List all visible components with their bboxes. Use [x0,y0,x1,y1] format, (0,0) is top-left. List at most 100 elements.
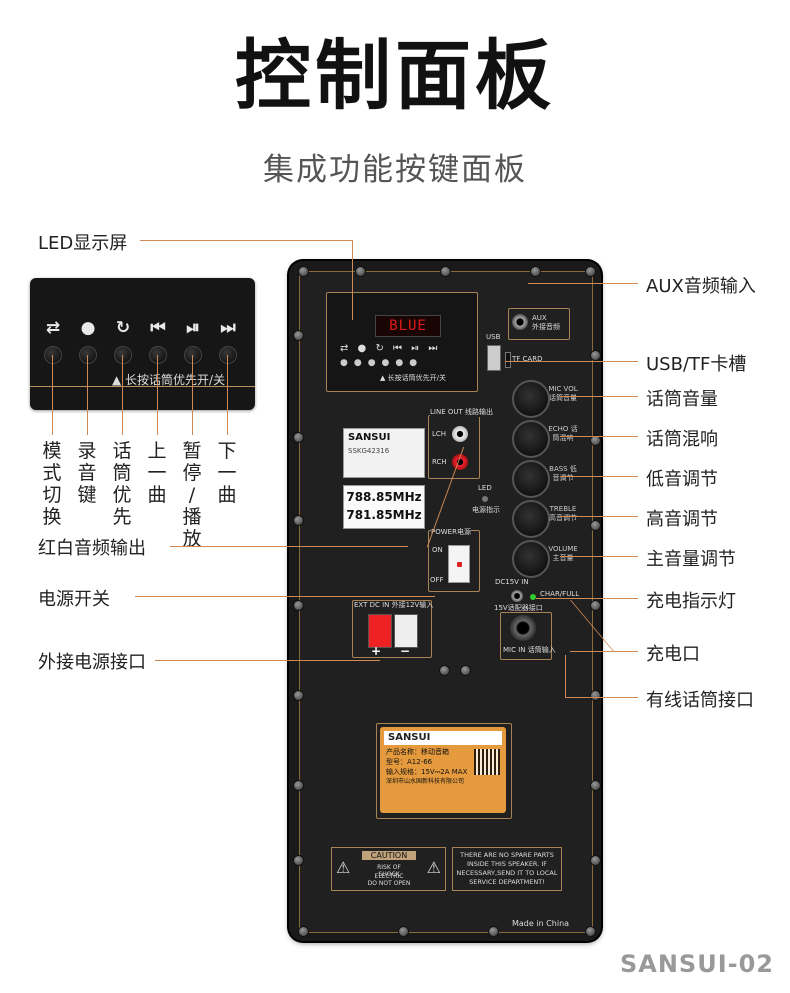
bass-knob[interactable] [512,460,550,498]
screw [298,266,309,277]
caution-line-1: RISK OF ELECTRIC [374,864,404,880]
leader-line [570,651,638,652]
leader-line [565,697,638,698]
previous-button[interactable] [149,346,167,364]
callout-ext-power: 外接电源接口 [38,652,146,673]
power-rocker-switch[interactable] [448,545,470,583]
treble-knob[interactable] [512,500,550,538]
screw [398,926,409,937]
screw [585,926,596,937]
made-in-china: Made in China [512,919,570,928]
next-button[interactable] [219,346,237,364]
leader-line [352,240,353,320]
warning-triangle-icon: ⚠ [426,858,441,877]
product-model: 型号：A12-66 [386,758,433,766]
leader-line [560,436,638,437]
leader-line [560,396,638,397]
label-mode-switch: 模式切换 [42,440,62,528]
ext-dc-box [352,600,432,658]
panel-buttons[interactable]: ●●●●●● [340,358,424,368]
switch-indicator [456,562,462,567]
rca-left-white-jack[interactable] [452,426,468,442]
leader-line [560,476,638,477]
product-label-frame [376,723,512,819]
callout-usb-tf: USB/TF卡槽 [646,354,747,375]
page-title: 控制面板 [235,31,555,120]
mic-in-jack[interactable] [510,615,536,641]
leader-line [122,355,123,435]
callout-rca-output: 红白音频输出 [38,538,146,559]
screw [293,780,304,791]
off-label: OFF [430,576,444,584]
play-pause-button[interactable] [184,346,202,364]
dc15v-label: DC15V IN [495,578,529,586]
leader-line [505,361,638,362]
screw [590,435,601,446]
char-full-label: CHAR/FULL [540,590,580,598]
callout-bass: 低音调节 [646,469,718,490]
leader-line [565,655,566,697]
callout-led-display: LED显示屏 [38,233,128,254]
screw [293,600,304,611]
callout-aux-input: AUX音频输入 [646,276,756,297]
brand-logo: SANSUI-02 [619,950,774,978]
mic-priority-button[interactable] [114,346,132,364]
mode-switch-icon: ⇄ [45,318,61,338]
screw [440,266,451,277]
leader-line [155,660,380,661]
aux-label: AUX 外接音频 [532,314,560,331]
screw [439,665,450,676]
leader-line [135,596,435,597]
loop-icon: ↻ [115,318,131,338]
leader-line [52,355,53,435]
screw [293,855,304,866]
minus-sign: − [400,644,411,658]
wireless-cert-card: SANSUI SSKG42316 [343,428,425,478]
screw [590,350,601,361]
card-brand: SANSUI [348,432,391,443]
led-sub-label: 电源指示 [472,506,500,514]
callout-mic-volume: 话筒音量 [646,389,718,410]
screw [590,520,601,531]
screw [585,266,596,277]
volume-knob[interactable] [512,540,550,578]
leader-line [170,546,408,547]
product-label-brand: SANSUI [384,731,502,745]
service-warning-box: THERE ARE NO SPARE PARTS INSIDE THIS SPE… [452,847,562,891]
screw [590,780,601,791]
ext-dc-negative-terminal[interactable] [394,614,418,648]
tf-card-slot[interactable] [505,352,511,368]
lch-label: LCH [432,430,447,438]
echo-knob[interactable] [512,420,550,458]
charge-port[interactable] [511,590,523,602]
leader-line [560,556,638,557]
caution-line-3: DO NOT OPEN [367,880,411,887]
echo-knob-label: ECHO 话筒混响 [548,425,578,442]
aux-jack[interactable] [512,314,528,330]
service-warning-text: THERE ARE NO SPARE PARTS INSIDE THIS SPE… [456,851,558,886]
screw [488,926,499,937]
ext-dc-positive-terminal[interactable] [368,614,392,648]
callout-mic-in: 有线话筒接口 [646,690,754,711]
screw [355,266,366,277]
mode-button[interactable] [44,346,62,364]
card-code: SSKG42316 [348,447,390,455]
leader-line [192,355,193,435]
leader-line [227,355,228,435]
leader-line [157,355,158,435]
power-led [482,496,488,502]
volume-knob-label: VOLUME 主音量 [548,545,578,562]
screw [460,665,471,676]
ext-dc-label: EXT DC IN 外接12V输入 [354,601,434,609]
usb-port[interactable] [487,345,501,371]
previous-icon: ⏮ [150,318,166,338]
mic-volume-knob[interactable] [512,380,550,418]
tf-label: TF CARD [512,355,543,363]
warning-triangle-icon: ⚠ [336,858,351,877]
record-button[interactable] [79,346,97,364]
freq-2: 781.85MHz [346,508,422,522]
rca-right-red-jack[interactable] [452,454,468,470]
button-closeup-inset: ⇄ ● ↻ ⏮ ⏯ ⏭ ▲ 长按话筒优先开/关 [30,278,255,410]
power-label: POWER电源 [431,528,471,537]
leader-line [87,355,88,435]
